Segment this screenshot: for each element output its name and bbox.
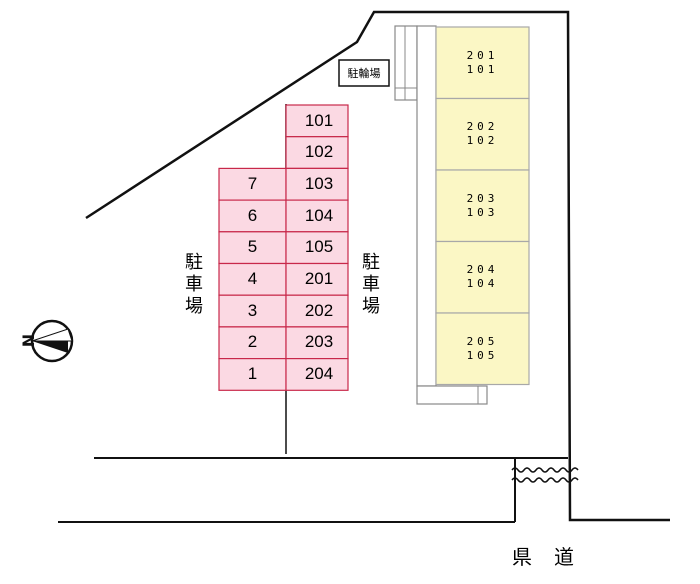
break-mark-upper <box>511 467 579 473</box>
unit-number-upper: 204 <box>466 263 499 277</box>
parking-space-right <box>285 167 349 201</box>
parking-left-label: 駐車場 <box>183 252 205 318</box>
corridor-top <box>394 25 418 101</box>
corridor-bottom <box>416 385 488 405</box>
bicycle-parking-box <box>338 59 390 87</box>
unit-number-upper: 202 <box>466 120 499 134</box>
unit-number-upper: 205 <box>466 334 499 348</box>
parking-space-number-right: 105 <box>304 237 334 257</box>
corridor-side <box>416 25 437 387</box>
unit-number-upper: 201 <box>466 48 499 62</box>
building-unit <box>435 97 530 171</box>
bicycle-parking-label: 駐輪場 <box>347 67 381 80</box>
parking-space-number-left: 2 <box>247 332 258 352</box>
parking-space-right <box>285 326 349 360</box>
parking-space-right <box>285 104 349 138</box>
parking-space-number-left: 3 <box>247 300 258 320</box>
parking-left-block <box>218 167 287 391</box>
parking-space-number-right: 103 <box>304 173 334 193</box>
unit-number-lower: 103 <box>466 205 499 219</box>
unit-number-lower: 102 <box>466 134 499 148</box>
unit-number-lower: 105 <box>466 348 499 362</box>
unit-number-upper: 203 <box>466 191 499 205</box>
parking-space-right <box>285 231 349 265</box>
building-unit <box>435 26 530 100</box>
building-units <box>435 26 530 386</box>
vertical-label-char: 場 <box>185 296 203 317</box>
parking-right-block <box>285 104 349 391</box>
parking-space-number-right: 201 <box>304 269 334 288</box>
unit-number-lower: 104 <box>466 277 499 291</box>
parking-space-left <box>218 358 287 391</box>
compass-letter: N <box>19 333 39 348</box>
site-boundary-top <box>85 10 670 522</box>
parking-space-right <box>285 262 349 296</box>
parking-space-number-left: 5 <box>247 237 258 257</box>
parking-right-label: 駐車場 <box>360 252 382 318</box>
vertical-label-char: 車 <box>362 274 380 295</box>
parking-space-number-left: 4 <box>247 269 258 288</box>
building-unit <box>435 240 530 314</box>
vertical-label-char: 場 <box>362 296 380 317</box>
vertical-label-char: 駐 <box>362 252 380 273</box>
parking-space-number-right: 204 <box>304 364 334 384</box>
break-mark-lower <box>511 477 579 483</box>
north-compass-icon <box>30 319 74 363</box>
parking-space-right <box>285 199 349 233</box>
parking-space-number-right: 102 <box>304 142 334 162</box>
parking-space-right <box>285 294 349 328</box>
parking-space-left <box>218 294 287 328</box>
parking-space-number-left: 1 <box>247 364 258 384</box>
parking-space-number-right: 104 <box>304 205 334 225</box>
prefectural-road-label: 県道 <box>512 545 596 569</box>
building-unit <box>435 312 530 386</box>
parking-space-number-left: 6 <box>247 205 258 225</box>
parking-space-number-right: 203 <box>304 332 334 352</box>
parking-space-number-left: 7 <box>247 173 258 193</box>
building-unit <box>435 169 530 243</box>
vertical-label-char: 駐 <box>185 252 203 273</box>
parking-space-right <box>285 358 349 391</box>
unit-number-lower: 101 <box>466 62 499 76</box>
parking-space-right <box>285 136 349 169</box>
parking-space-left <box>218 231 287 265</box>
parking-space-number-right: 101 <box>304 110 334 130</box>
vertical-label-char: 車 <box>185 274 203 295</box>
parking-space-number-right: 202 <box>304 300 334 320</box>
parking-space-left <box>218 167 287 201</box>
